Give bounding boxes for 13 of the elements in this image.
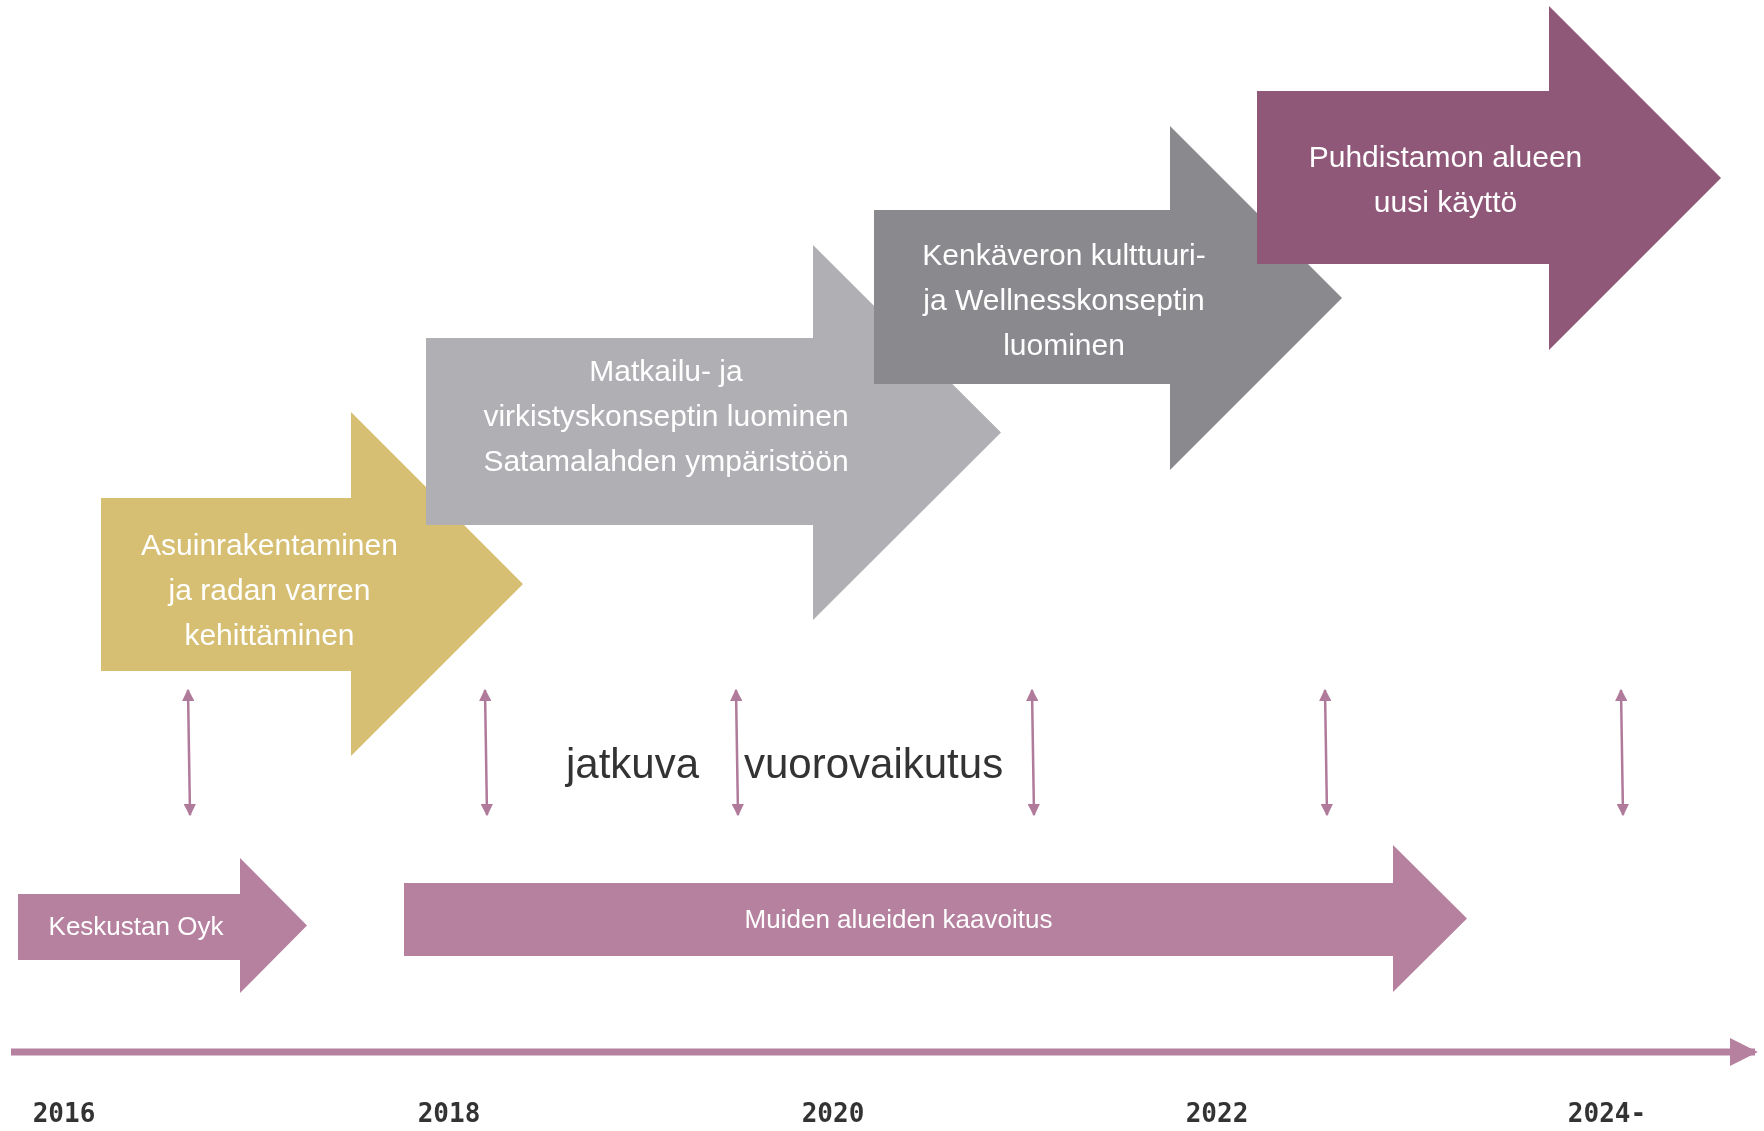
arrow-label: Puhdistamon alueen uusi käyttö bbox=[1307, 139, 1584, 220]
annotation-text: jatkuva bbox=[566, 740, 700, 788]
year-label: 2024- bbox=[1567, 1098, 1647, 1128]
year-label: 2016 bbox=[32, 1098, 96, 1128]
annotation-text: vuorovaikutus bbox=[744, 740, 1004, 788]
arrow-label: Muiden alueiden kaavoitus bbox=[743, 903, 1054, 936]
arrow-label: Keskustan Oyk bbox=[47, 910, 225, 943]
year-label: 2022 bbox=[1185, 1098, 1249, 1128]
year-label: 2020 bbox=[801, 1098, 865, 1128]
year-label: 2018 bbox=[417, 1098, 481, 1128]
arrow-label: Matkailu- ja virkistyskonseptin luominen Satamalahden ympäristöön bbox=[482, 353, 850, 479]
arrow-label: Asuinrakentaminen ja radan varren kehittäminen bbox=[140, 527, 399, 653]
arrow-label: Kenkäveron kulttuuri- ja Wellnesskonseptin luominen bbox=[921, 237, 1207, 363]
